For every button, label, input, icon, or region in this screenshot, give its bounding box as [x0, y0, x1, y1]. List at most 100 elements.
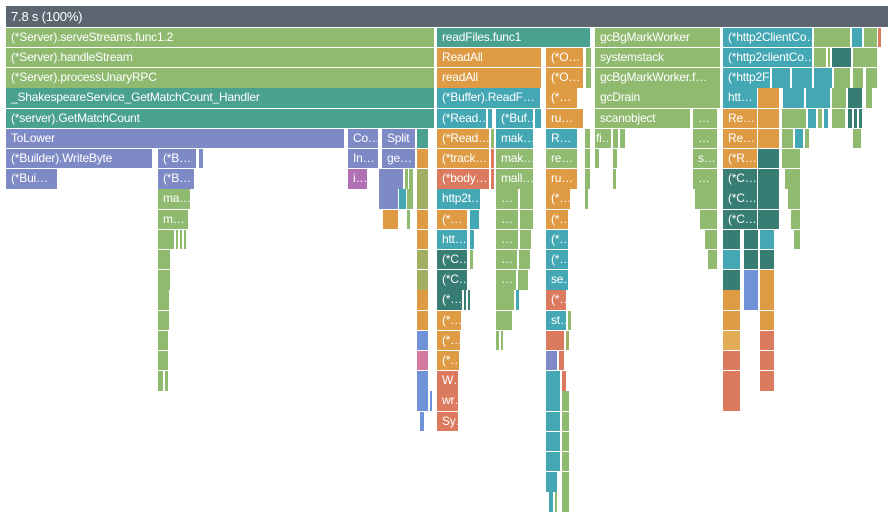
- flame-frame[interactable]: (*http2clientCo…: [723, 48, 812, 68]
- flame-frame[interactable]: [546, 411, 560, 431]
- flame-frame[interactable]: [546, 351, 557, 371]
- flame-frame[interactable]: [723, 270, 740, 290]
- flame-frame[interactable]: [566, 330, 569, 351]
- flame-frame[interactable]: [158, 351, 168, 371]
- flame-frame[interactable]: (*Read…: [437, 108, 486, 128]
- flame-frame[interactable]: [620, 128, 625, 149]
- flame-frame[interactable]: [562, 371, 566, 391]
- flame-frame[interactable]: [758, 189, 779, 209]
- flame-frame[interactable]: [595, 149, 599, 169]
- flame-frame[interactable]: [417, 371, 428, 391]
- flame-frame[interactable]: [417, 128, 428, 149]
- flame-frame[interactable]: [723, 351, 740, 371]
- flame-frame[interactable]: …: [496, 250, 517, 270]
- flame-frame[interactable]: _ShakespeareService_GetMatchCount_Handle…: [6, 88, 434, 108]
- flame-frame[interactable]: [464, 290, 466, 310]
- flame-frame[interactable]: [782, 149, 800, 169]
- flame-frame[interactable]: [546, 452, 560, 472]
- flame-frame[interactable]: [832, 88, 846, 108]
- flame-frame[interactable]: [417, 169, 428, 189]
- flame-frame[interactable]: [760, 290, 774, 310]
- flame-frame[interactable]: (*http2ClientCo…: [723, 27, 812, 48]
- flame-frame[interactable]: [808, 108, 816, 128]
- flame-frame[interactable]: …: [496, 189, 518, 209]
- flame-frame[interactable]: (*…: [546, 88, 577, 108]
- flame-frame[interactable]: Re…: [723, 108, 757, 128]
- flame-frame[interactable]: [824, 108, 828, 128]
- flame-frame[interactable]: [417, 351, 428, 371]
- flame-frame[interactable]: (*C…: [723, 209, 757, 229]
- flame-frame[interactable]: [379, 189, 398, 209]
- flame-frame[interactable]: ReadAll: [437, 48, 541, 68]
- flame-frame[interactable]: [470, 229, 474, 250]
- flame-frame[interactable]: ru…: [546, 169, 577, 189]
- flame-frame[interactable]: [562, 411, 569, 431]
- flame-frame[interactable]: [785, 169, 800, 189]
- flame-frame[interactable]: [818, 108, 822, 128]
- flame-frame[interactable]: [866, 88, 872, 108]
- flame-frame[interactable]: [788, 189, 800, 209]
- flame-frame[interactable]: [491, 128, 494, 149]
- flame-frame[interactable]: Sy…: [437, 411, 458, 431]
- flame-frame[interactable]: [417, 229, 428, 250]
- flame-frame[interactable]: (*http2Fr…: [723, 68, 770, 88]
- flame-frame[interactable]: [491, 169, 494, 189]
- flame-frame[interactable]: (*Buf…: [496, 108, 533, 128]
- flame-frame[interactable]: [834, 68, 850, 88]
- flame-frame[interactable]: [782, 128, 793, 149]
- flame-frame[interactable]: [864, 27, 877, 48]
- flame-frame[interactable]: [568, 310, 571, 330]
- flame-frame[interactable]: (*…: [546, 229, 568, 250]
- flame-frame[interactable]: [723, 229, 740, 250]
- flame-frame[interactable]: [379, 169, 403, 189]
- flame-frame[interactable]: (*Read…: [437, 128, 489, 149]
- flame-frame[interactable]: [758, 169, 779, 189]
- flame-frame[interactable]: [470, 209, 479, 229]
- flame-frame[interactable]: [165, 371, 168, 391]
- flame-frame[interactable]: readAll: [437, 68, 541, 88]
- flame-root-frame[interactable]: 7.8 s (100%): [6, 6, 888, 27]
- flame-frame[interactable]: [562, 452, 569, 472]
- flame-frame[interactable]: [417, 270, 428, 290]
- flame-frame[interactable]: mak…: [496, 128, 533, 149]
- flame-frame[interactable]: Split: [382, 128, 415, 149]
- flame-frame[interactable]: [866, 68, 877, 88]
- flame-frame[interactable]: [760, 250, 774, 270]
- flame-frame[interactable]: [535, 108, 541, 128]
- flame-frame[interactable]: (*…: [546, 189, 570, 209]
- flame-frame[interactable]: …: [693, 128, 717, 149]
- flame-frame[interactable]: [399, 189, 406, 209]
- flame-frame[interactable]: scanobject: [595, 108, 690, 128]
- flame-frame[interactable]: Re…: [723, 128, 757, 149]
- flame-frame[interactable]: [852, 27, 862, 48]
- flame-frame[interactable]: (*…: [546, 250, 568, 270]
- flame-frame[interactable]: [496, 290, 514, 310]
- flame-frame[interactable]: [158, 330, 168, 351]
- flame-frame[interactable]: [758, 209, 779, 229]
- flame-frame[interactable]: [417, 209, 428, 229]
- flame-frame[interactable]: [417, 290, 428, 310]
- flame-frame[interactable]: [832, 108, 845, 128]
- flame-frame[interactable]: Co…: [348, 128, 378, 149]
- flame-frame[interactable]: (*…: [437, 310, 461, 330]
- flame-frame[interactable]: [158, 229, 174, 250]
- flame-frame[interactable]: (*track…: [437, 149, 489, 169]
- flame-frame[interactable]: [417, 149, 428, 169]
- flame-frame[interactable]: [700, 209, 717, 229]
- flame-frame[interactable]: …: [693, 169, 717, 189]
- flame-frame[interactable]: [792, 68, 812, 88]
- flame-frame[interactable]: [158, 310, 169, 330]
- flame-frame[interactable]: (*C…: [437, 250, 467, 270]
- flame-frame[interactable]: (*…: [437, 209, 467, 229]
- flame-frame[interactable]: [176, 229, 178, 250]
- flame-frame[interactable]: [760, 270, 774, 290]
- flame-frame[interactable]: [814, 68, 832, 88]
- flame-frame[interactable]: http2t…: [437, 189, 480, 209]
- flame-frame[interactable]: ru…: [546, 108, 583, 128]
- flame-frame[interactable]: [586, 68, 591, 88]
- flame-frame[interactable]: [814, 48, 826, 68]
- flame-frame[interactable]: [417, 310, 428, 330]
- flame-frame[interactable]: [723, 330, 740, 351]
- flame-frame[interactable]: (*B…: [158, 149, 196, 169]
- flame-frame[interactable]: gcBgMarkWorker.f…: [595, 68, 720, 88]
